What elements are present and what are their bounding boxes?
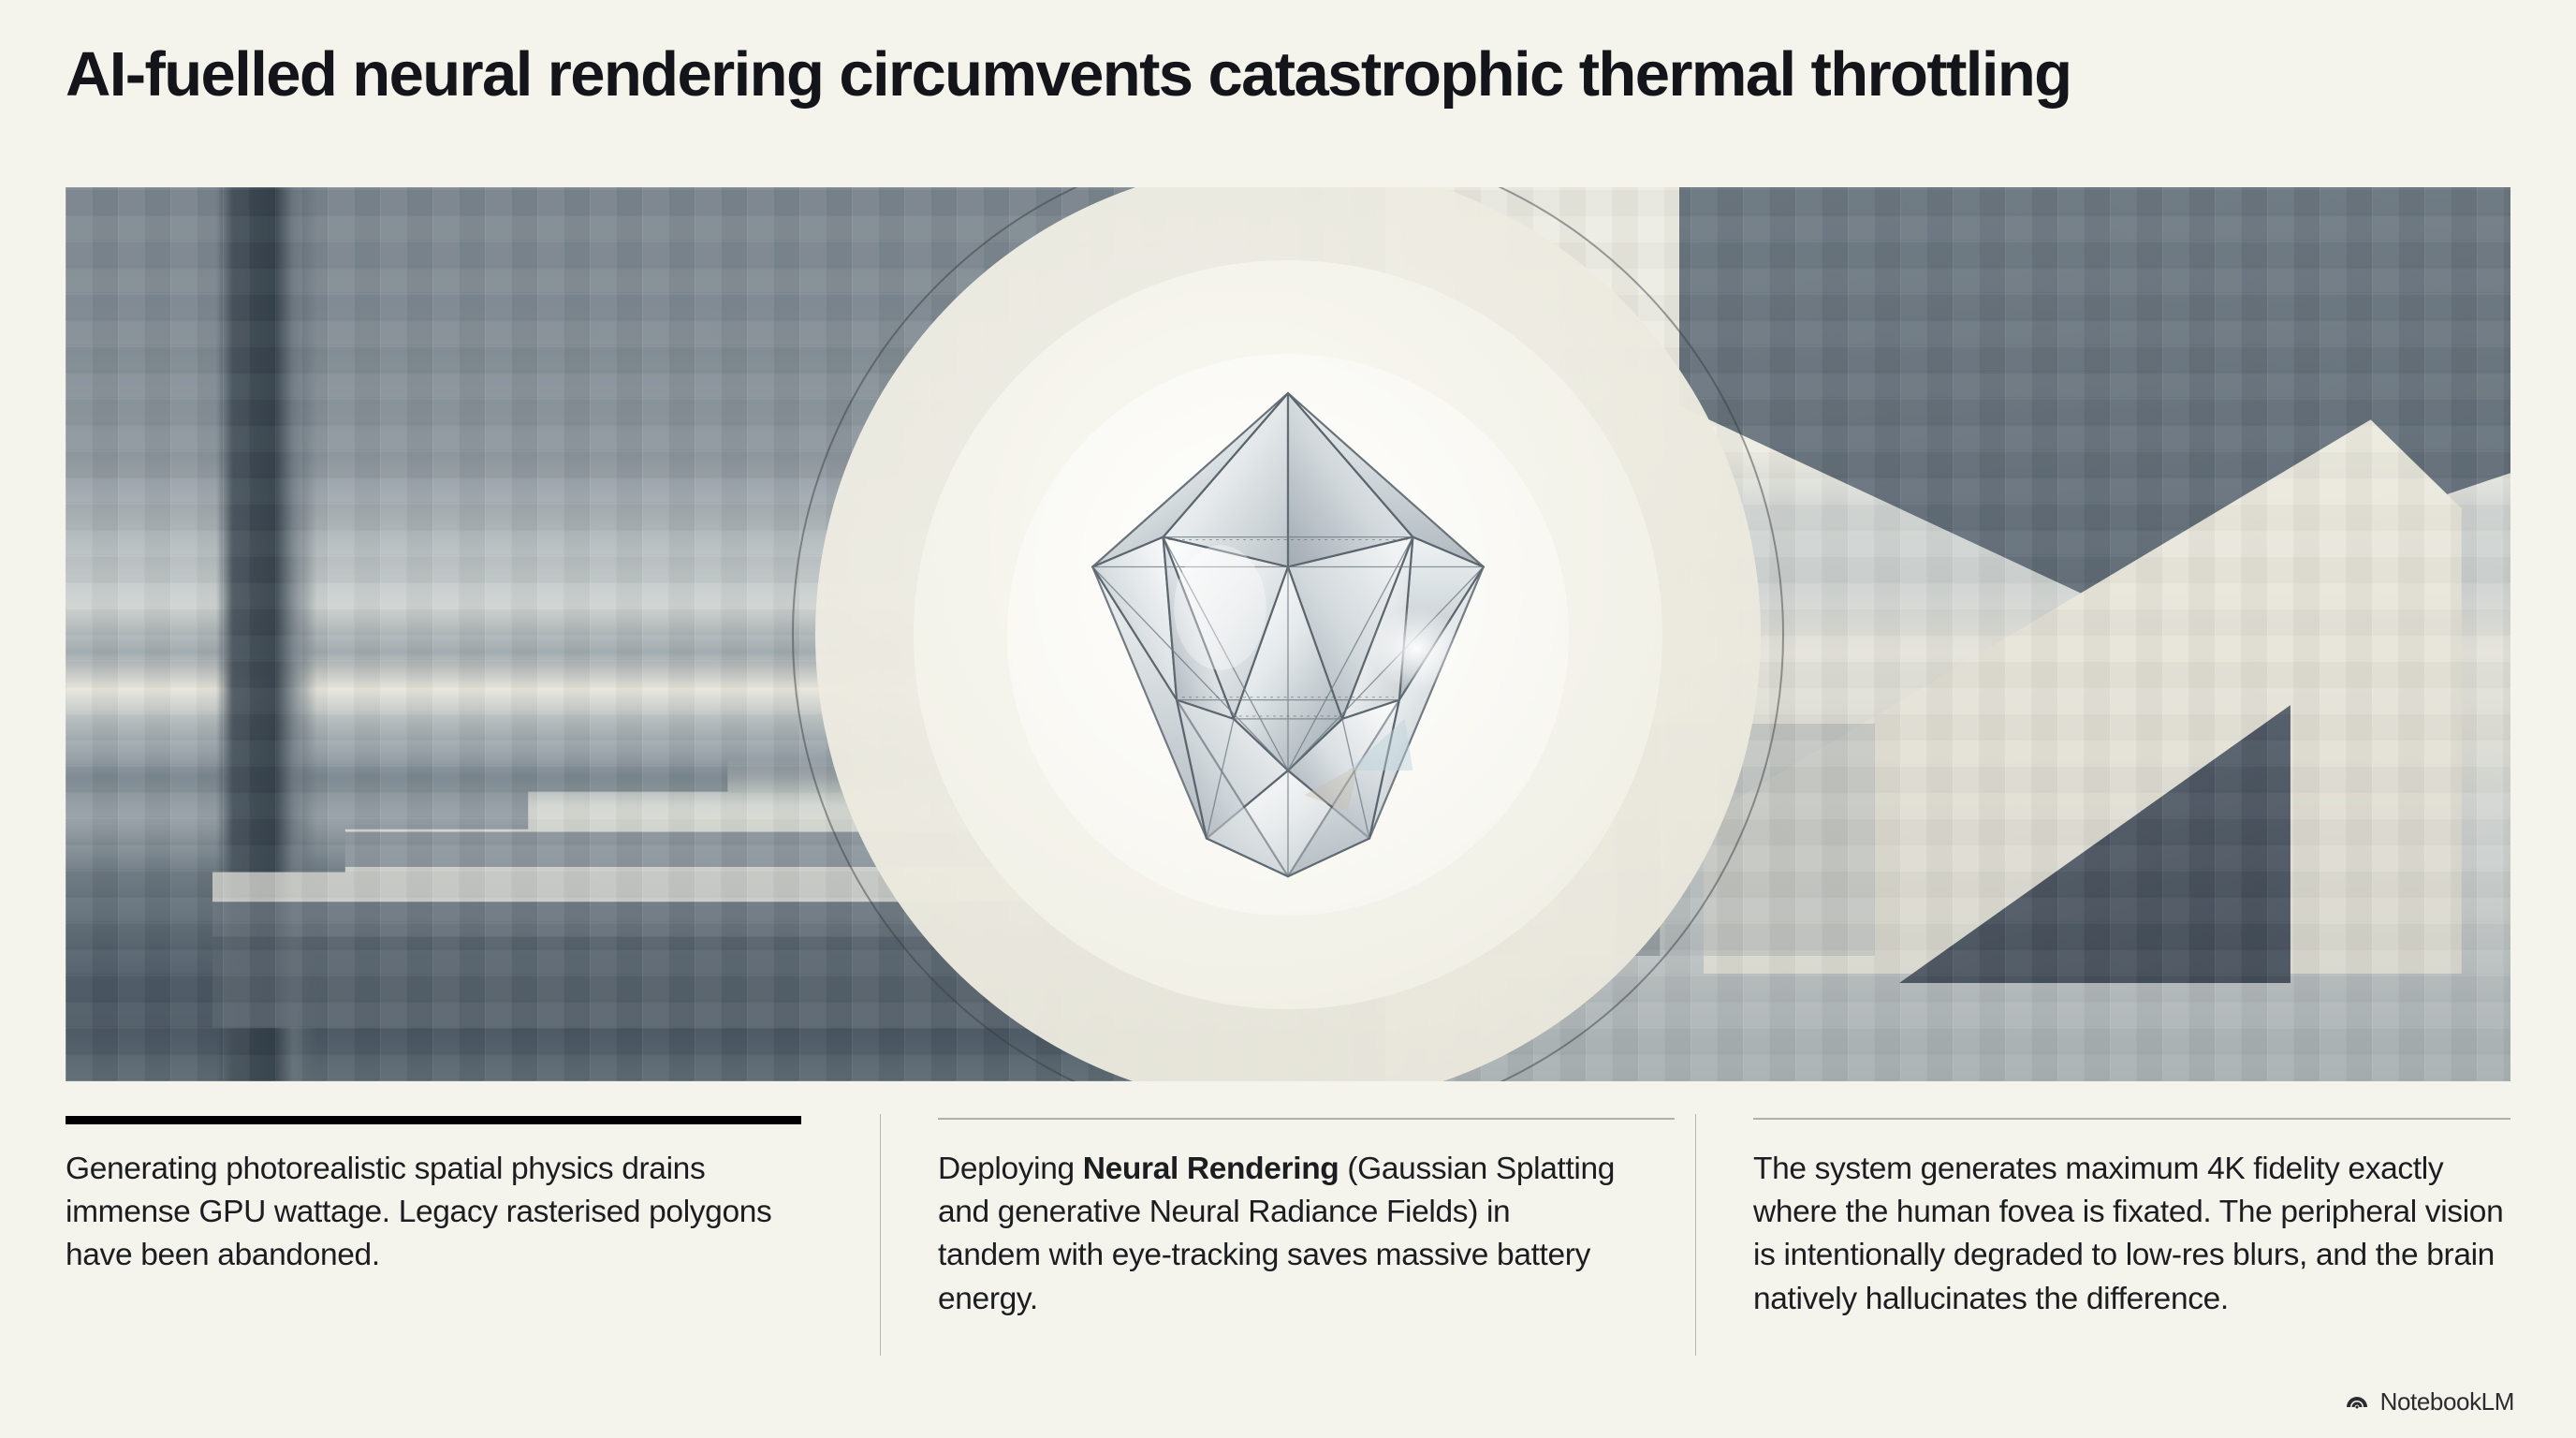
caption-text-1: Generating photorealistic spatial physic… bbox=[66, 1152, 772, 1273]
caption-column-2: Deploying Neural Rendering (Gaussian Spl… bbox=[880, 1114, 1695, 1356]
caption-text-3: The system generates maximum 4K fidelity… bbox=[1753, 1152, 2504, 1316]
notebooklm-brand: NotebookLM bbox=[2344, 1387, 2514, 1417]
caption-text-2-after: (Gaussian Splatting and generative Neura… bbox=[938, 1152, 1616, 1316]
notebooklm-wordmark: NotebookLM bbox=[2379, 1387, 2515, 1416]
caption-column-3: The system generates maximum 4K fidelity… bbox=[1695, 1114, 2510, 1356]
ring-outline-circle bbox=[792, 187, 1784, 1081]
hero-image bbox=[66, 187, 2510, 1081]
page-title: AI-fuelled neural rendering circumvents … bbox=[66, 39, 2072, 110]
caption-text-2-bold: Neural Rendering bbox=[1082, 1152, 1339, 1186]
caption-column-1: Generating photorealistic spatial physic… bbox=[66, 1116, 880, 1321]
column-rule-3 bbox=[1753, 1118, 2510, 1120]
crystal-icosahedron-icon bbox=[1017, 363, 1559, 906]
caption-text-2: Deploying Neural Rendering (Gaussian Spl… bbox=[938, 1148, 1617, 1321]
column-rule-1 bbox=[66, 1116, 801, 1124]
notebooklm-spiral-icon bbox=[2344, 1387, 2370, 1417]
caption-text-2-before: Deploying bbox=[938, 1152, 1083, 1186]
column-rule-2 bbox=[938, 1118, 1675, 1120]
caption-columns: Generating photorealistic spatial physic… bbox=[66, 1114, 2510, 1356]
